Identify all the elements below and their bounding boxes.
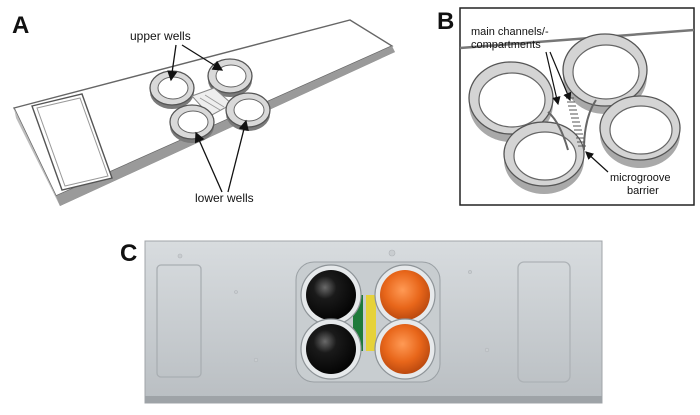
microgroove-arrow	[585, 151, 609, 173]
lower-wells-arrows	[194, 119, 249, 193]
microgroove-label-line1: microgroove	[610, 172, 671, 184]
lower-well-left	[169, 104, 215, 143]
lower-wells-label: lower wells	[195, 191, 254, 205]
photo-right-channel	[366, 295, 376, 351]
closeup-well-upper-right	[562, 33, 648, 114]
main-channels-label-line1: main channels/-	[471, 26, 549, 38]
photo-well-upper-right	[374, 264, 436, 326]
main-channels-label-line2: compartments	[471, 39, 541, 51]
closeup-well-lower-right	[599, 95, 681, 168]
photo-well-upper-left	[300, 264, 362, 326]
photo-left-label-area	[156, 264, 202, 378]
photo-well-lower-left	[300, 318, 362, 380]
upper-wells-arrows	[167, 44, 224, 82]
photo-well-lower-right	[374, 318, 436, 380]
closeup-channels	[547, 99, 597, 151]
upper-wells-label: upper wells	[130, 29, 191, 43]
microgroove-label-line2: barrier	[627, 185, 659, 197]
upper-well-left	[149, 70, 195, 109]
panel-a-letter: A	[12, 12, 30, 39]
photo-left-channel	[353, 295, 363, 351]
panel-b-letter: B	[437, 8, 455, 35]
photo-right-label-area	[517, 261, 571, 383]
panel-c-letter: C	[120, 240, 138, 267]
lower-well-right	[225, 92, 271, 131]
main-channels-arrows	[545, 51, 572, 106]
slide-label-area	[31, 93, 113, 191]
